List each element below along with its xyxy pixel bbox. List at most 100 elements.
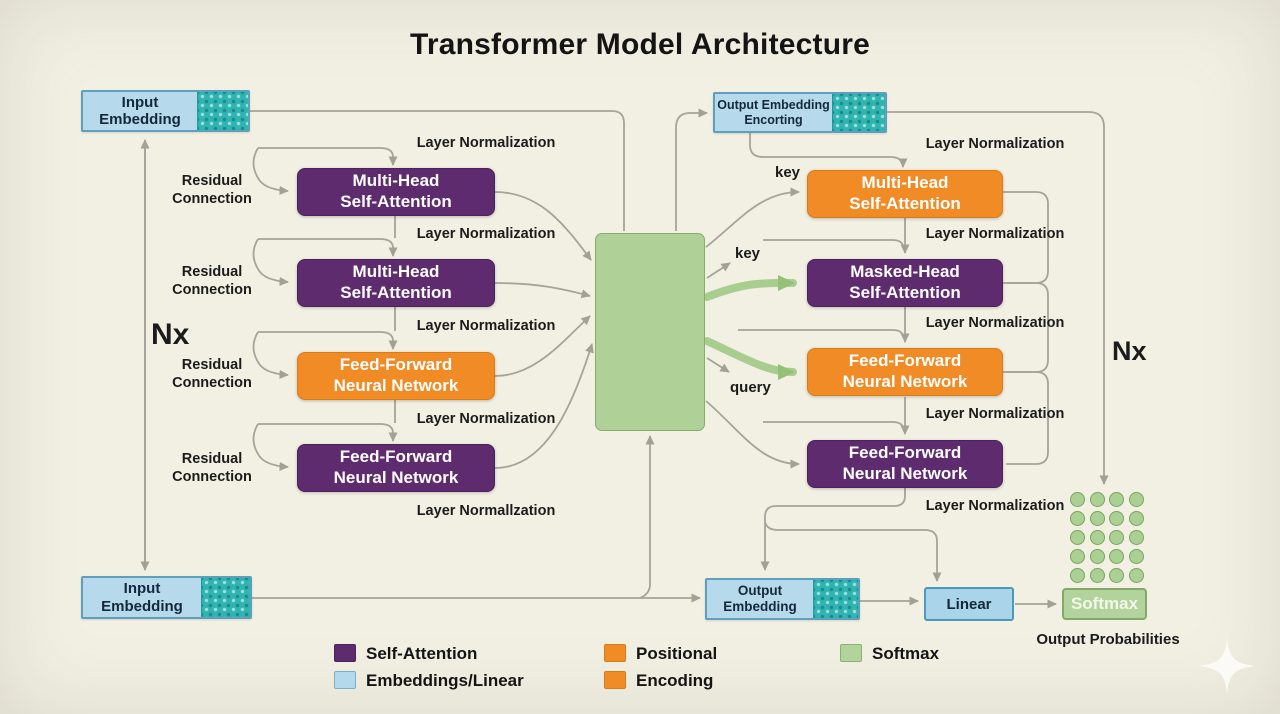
layer-norm-label: Layer Normalization — [416, 226, 556, 242]
prob-dot — [1128, 549, 1144, 564]
query-edge-label: query — [730, 379, 771, 396]
label-line1: Output Embedding — [717, 98, 830, 113]
block-label-line2: Neural Network — [333, 376, 459, 395]
dec-drop-output-embedding — [760, 488, 906, 571]
decoder-block-masked-head-self-attention: Masked-Head Self-Attention — [807, 259, 1003, 307]
softmax-label: Softmax — [1070, 594, 1139, 613]
green-arrow-to-feed-forward — [703, 337, 797, 380]
encoder-nx-label: Nx — [151, 318, 190, 351]
prob-dot — [1128, 530, 1144, 545]
block-label-line2: Neural Network — [842, 372, 968, 391]
dec-bracket-3 — [1003, 371, 1049, 465]
dec-merge-3 — [763, 421, 904, 430]
residual-line1: Residual — [181, 357, 243, 373]
edge-panel-to-output-embedding-top — [675, 108, 708, 231]
output-embedding-bottom-label: Output Embedding — [723, 583, 797, 614]
block-label-line1: Feed-Forward — [339, 355, 453, 375]
prob-dot — [1109, 549, 1124, 564]
decoder-nx-label: Nx — [1112, 336, 1147, 366]
sparkle-decoration — [1199, 638, 1255, 694]
green-arrow-to-masked-head — [703, 274, 797, 301]
block-label-line2: Neural Network — [842, 464, 968, 483]
residual-connection-label-4: Residual Connection — [147, 450, 277, 486]
legend-swatch-positional — [604, 644, 626, 662]
prob-dot — [1070, 568, 1085, 583]
residual-line2: Connection — [172, 191, 252, 208]
edge-key-to-decoder1 — [705, 187, 800, 248]
prob-dot — [1089, 492, 1105, 507]
layer-norm-label: Layer Normalization — [416, 411, 556, 427]
legend-swatch-self-attention — [334, 644, 356, 662]
output-embedding-bottom-box: Output Embedding — [705, 578, 860, 620]
block-label-line2: Self-Attention — [849, 283, 961, 302]
linear-box: Linear — [924, 587, 1014, 621]
edge-query-short — [706, 357, 730, 373]
block-label-line1: Multi-Head — [861, 173, 949, 193]
enc-loop-2a — [258, 238, 398, 257]
prob-dot — [1109, 511, 1124, 526]
edge-top-embedding-to-panel — [250, 110, 625, 231]
dec-merge-2 — [738, 329, 904, 338]
enc-loop-2b — [252, 238, 289, 286]
prob-dot — [1109, 530, 1124, 545]
dec-bracket-1 — [1003, 191, 1049, 284]
edge-panel-to-decoder4 — [705, 400, 800, 469]
encoder-block-multi-head-self-attention-2: Multi-Head Self-Attention — [297, 259, 495, 307]
legend-swatch-embeddings-linear — [334, 671, 356, 689]
layer-norm-label: Layer Normalization — [416, 318, 556, 334]
enc-out-4 — [494, 343, 594, 469]
label-line2: Encorting — [744, 112, 803, 127]
layer-norm-label: Layer Normalization — [925, 498, 1065, 514]
block-label-line1: Feed-Forward — [339, 447, 453, 467]
positional-encoding-texture — [813, 580, 858, 618]
prob-dot — [1070, 511, 1085, 526]
prob-dot — [1128, 511, 1144, 526]
prob-dot — [1128, 568, 1144, 583]
probability-dots — [1070, 492, 1144, 583]
legend-label-encoding: Encoding — [636, 671, 714, 690]
legend-swatch-encoding — [604, 671, 626, 689]
prob-dot — [1089, 568, 1105, 583]
block-label-line2: Neural Network — [333, 468, 459, 487]
enc-loop-4b — [252, 423, 289, 471]
residual-connection-label-1: Residual Connection — [147, 172, 277, 208]
input-embedding-top-label: Input Embedding — [99, 93, 181, 128]
decoder-block-multi-head-self-attention: Multi-Head Self-Attention — [807, 170, 1003, 218]
layer-norm-label: Layer Normalization — [925, 406, 1065, 422]
layer-norm-label: Layer Normalization — [925, 315, 1065, 331]
prob-dot — [1070, 492, 1085, 507]
residual-connection-label-3: Residual Connection — [147, 356, 277, 392]
residual-line2: Connection — [172, 469, 252, 486]
gray-connectors — [140, 108, 1109, 609]
edge-outer-loop — [887, 111, 1109, 485]
input-embedding-bottom-box: Input Embedding — [81, 576, 252, 619]
residual-line1: Residual — [181, 264, 243, 280]
output-embedding-encorting-label: Output Embedding Encorting — [715, 94, 832, 131]
positional-encoding-texture — [832, 94, 885, 131]
page-title: Transformer Model Architecture — [410, 28, 870, 61]
edge-key-short — [706, 262, 731, 279]
residual-line2: Connection — [172, 282, 252, 299]
block-label-line1: Feed-Forward — [848, 351, 962, 371]
enc-loop-1a — [258, 147, 398, 166]
encoder-block-multi-head-self-attention-1: Multi-Head Self-Attention — [297, 168, 495, 216]
legend-label-softmax: Softmax — [872, 644, 940, 663]
prob-dot — [1070, 530, 1085, 545]
enc-loop-4a — [258, 423, 398, 442]
prob-dot — [1089, 511, 1105, 526]
positional-encoding-texture — [201, 578, 250, 617]
layer-norm-label: Layer Normalization — [416, 135, 556, 151]
prob-dot — [1070, 549, 1085, 564]
prob-dot — [1089, 549, 1105, 564]
encoder-block-feed-forward-1: Feed-Forward Neural Network — [297, 352, 495, 400]
block-label-line1: Multi-Head — [352, 262, 440, 282]
dec-drop-linear — [764, 521, 942, 582]
residual-line1: Residual — [181, 451, 243, 467]
residual-line1: Residual — [181, 173, 243, 189]
edge-output-embedding-to-decoder1 — [749, 133, 908, 168]
prob-dot — [1128, 492, 1144, 507]
block-label-line2: Self-Attention — [849, 194, 961, 213]
softmax-box: Softmax — [1062, 588, 1147, 620]
